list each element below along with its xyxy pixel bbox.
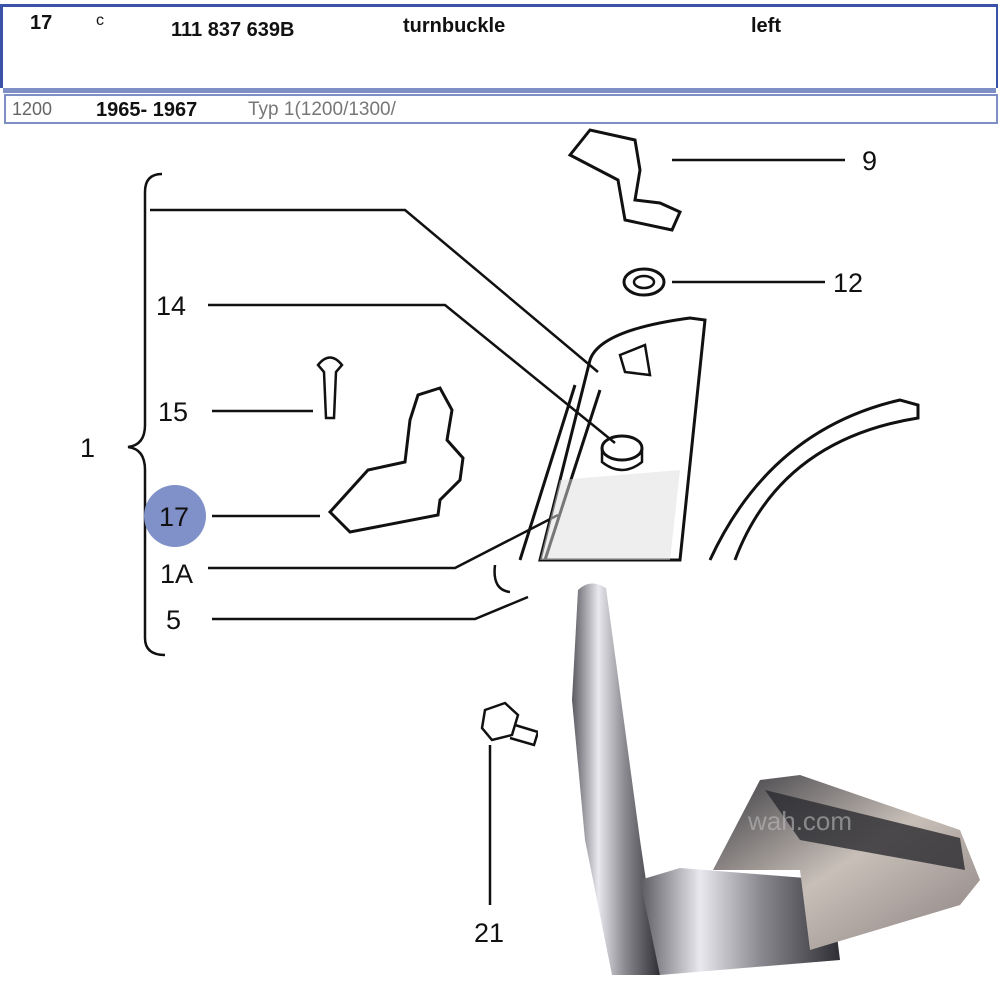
- bolt-part-21: [480, 701, 520, 742]
- model-info-row: 1200 1965- 1967 Typ 1(1200/1300/: [4, 94, 998, 124]
- callout-1: 1: [80, 433, 95, 463]
- bracket-part-9: [567, 128, 682, 232]
- part-info-row: 17 c 111 837 639B turnbuckle left: [0, 4, 998, 93]
- part-side: left: [751, 15, 781, 37]
- model-code: 1200: [12, 99, 53, 119]
- group-brace: [127, 172, 166, 657]
- position-number: 17: [30, 12, 53, 34]
- model-type: Typ 1(1200/1300/: [248, 99, 396, 120]
- callout-14: 14: [156, 291, 186, 321]
- callout-9: 9: [862, 146, 877, 176]
- pin-part-15: [316, 356, 344, 420]
- spacer-part-14: [600, 434, 644, 462]
- part-description: turnbuckle: [403, 15, 506, 37]
- code-letter: c: [96, 12, 104, 29]
- row-divider: [3, 88, 996, 93]
- callout-21: 21: [474, 918, 504, 948]
- callout-15: 15: [158, 397, 188, 427]
- callout-1a: 1A: [160, 559, 193, 589]
- callout-12: 12: [833, 268, 863, 298]
- callout-17: 17: [159, 502, 189, 532]
- turnbuckle-part-17: [327, 386, 465, 534]
- turnbuckle-photo: [572, 583, 980, 975]
- callout-5: 5: [166, 605, 181, 635]
- model-years: 1965- 1967: [96, 99, 198, 121]
- watermark: wah.com: [747, 806, 852, 836]
- part-number: 111 837 639B: [171, 19, 295, 41]
- highlight-circle: [144, 485, 206, 547]
- washer-part-12: [622, 267, 666, 297]
